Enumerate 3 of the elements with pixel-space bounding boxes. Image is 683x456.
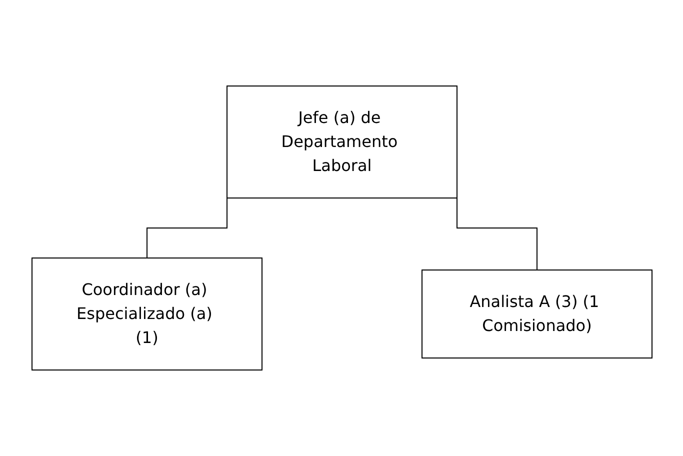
- node-box: Analista A (3) (1 Comisionado): [421, 270, 652, 358]
- node-box: Coordinador (a) Especializado (a) (1): [31, 258, 262, 370]
- node-box: Jefe (a) de Departamento Laboral: [226, 86, 457, 198]
